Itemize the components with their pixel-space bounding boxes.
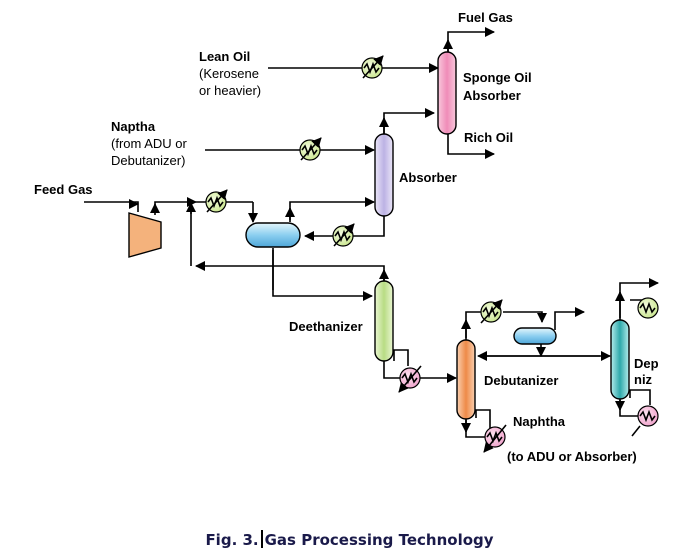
debutanizer-condenser-icon — [480, 299, 503, 324]
deethanizer-reboiler-icon — [398, 365, 422, 393]
depropanizer-vessel — [610, 319, 630, 400]
feed-gas-label: Feed Gas — [34, 182, 93, 197]
lean-oil-exchanger-icon — [361, 55, 384, 79]
rich-oil-label: Rich Oil — [464, 130, 513, 145]
absorber-bottoms-exchanger-icon — [332, 223, 355, 247]
sponge-oil-absorber-label-2: Absorber — [463, 88, 521, 103]
lean-oil-sub-label-2: or heavier) — [199, 83, 261, 98]
figure-caption: Fig. 3. Gas Processing Technology — [0, 530, 699, 549]
piping — [84, 27, 659, 438]
text-cursor — [260, 530, 263, 548]
figure-title: Gas Processing Technology — [264, 531, 494, 549]
deethanizer-label: Deethanizer — [289, 319, 363, 334]
naphtha-product-label: Naphtha — [513, 414, 566, 429]
naptha-label: Naptha — [111, 119, 156, 134]
absorber-label: Absorber — [399, 170, 457, 185]
fuel-gas-label: Fuel Gas — [458, 10, 513, 25]
deethanizer-vessel — [374, 280, 394, 362]
depropanizer-label-2: niz — [634, 372, 653, 387]
debutanizer-reflux-drum — [513, 327, 557, 345]
naptha-sub-label-1: (from ADU or — [111, 136, 188, 151]
naptha-exchanger-icon — [299, 137, 322, 161]
debutanizer-reboiler-icon — [483, 424, 507, 453]
lean-oil-label: Lean Oil — [199, 49, 250, 64]
lean-oil-sub-label-1: (Kerosene — [199, 66, 259, 81]
compressor — [128, 212, 162, 258]
sponge-oil-absorber-vessel — [437, 51, 457, 135]
depropanizer-condenser-icon — [637, 297, 659, 319]
debutanizer-label: Debutanizer — [484, 373, 558, 388]
sponge-oil-absorber-label-1: Sponge Oil — [463, 70, 532, 85]
depropanizer-reboiler-icon — [631, 405, 659, 437]
depropanizer-label-1: Dep — [634, 356, 659, 371]
feed-exchanger-icon — [205, 189, 228, 213]
debutanizer-vessel — [456, 339, 476, 420]
separator-drum — [245, 222, 301, 248]
naphtha-destination-label: (to ADU or Absorber) — [507, 449, 637, 464]
naptha-sub-label-2: Debutanizer) — [111, 153, 185, 168]
absorber-vessel — [374, 133, 394, 217]
figure-number: Fig. 3. — [205, 531, 259, 549]
